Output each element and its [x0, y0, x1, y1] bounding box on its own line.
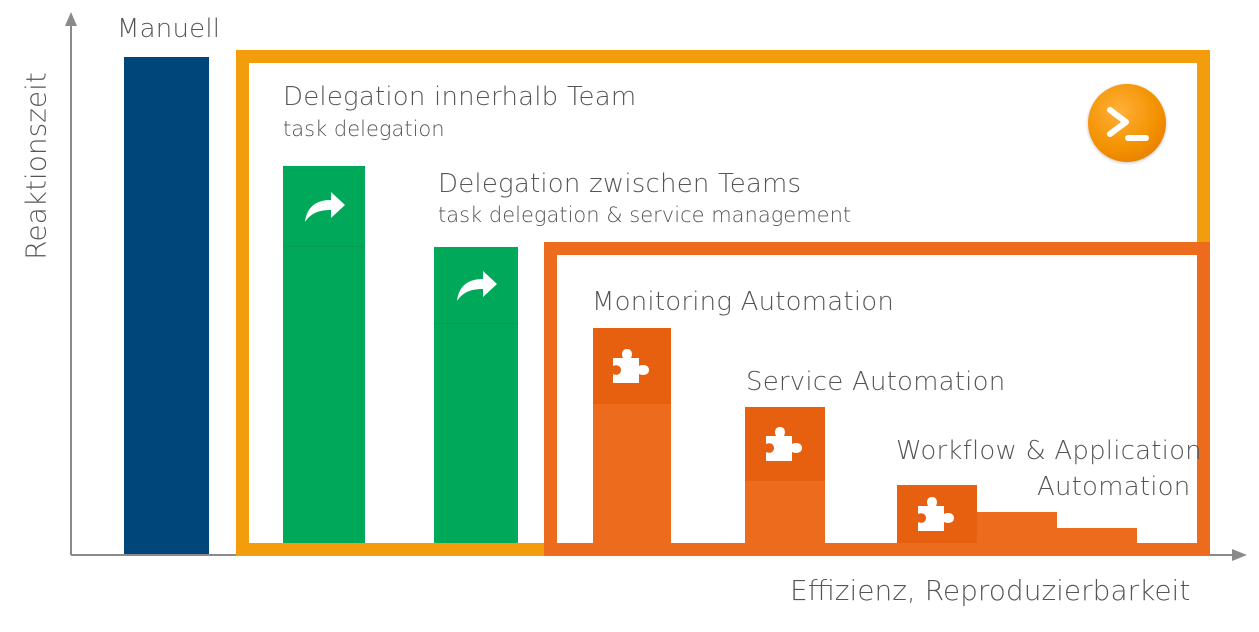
- delegation-team-title: Delegation innerhalb Team: [283, 82, 637, 112]
- monitoring-icon-tile: [593, 328, 671, 404]
- delegation-between-icon-tile: [434, 247, 518, 324]
- manual-bar: [124, 57, 209, 554]
- y-axis-arrowhead: [65, 12, 77, 26]
- service-label: Service Automation: [746, 367, 1006, 397]
- manual-label: Manuell: [117, 14, 221, 44]
- workflow-label-line1: Workflow & Application: [896, 436, 1202, 466]
- powershell-prompt-icon: [1107, 107, 1149, 141]
- workflow-icon-tile: [897, 485, 977, 543]
- share-arrow-icon: [457, 271, 497, 301]
- puzzle-piece-icon: [613, 349, 649, 383]
- delegation-team-subtitle: task delegation: [283, 117, 445, 141]
- monitoring-label: Monitoring Automation: [592, 287, 895, 317]
- x-axis-arrowhead: [1232, 549, 1247, 561]
- workflow-step-bar-3: [1057, 528, 1137, 543]
- share-arrow-icon: [305, 192, 345, 222]
- workflow-step-bar-2: [977, 512, 1057, 543]
- y-axis-label: Reaktionszeit: [19, 72, 53, 260]
- x-axis-label: Effizienz, Reproduzierbarkeit: [790, 574, 1191, 607]
- delegation-between-title: Delegation zwischen Teams: [438, 169, 802, 199]
- service-icon-tile: [745, 407, 825, 481]
- delegation-between-subtitle: task delegation & service management: [438, 203, 852, 227]
- automation-frame: [544, 242, 1210, 556]
- workflow-label-line2: Automation: [1037, 472, 1191, 502]
- delegation-team-icon-tile: [283, 166, 365, 247]
- puzzle-piece-icon: [766, 427, 802, 461]
- puzzle-piece-icon: [918, 497, 954, 531]
- powershell-badge: [1088, 84, 1166, 162]
